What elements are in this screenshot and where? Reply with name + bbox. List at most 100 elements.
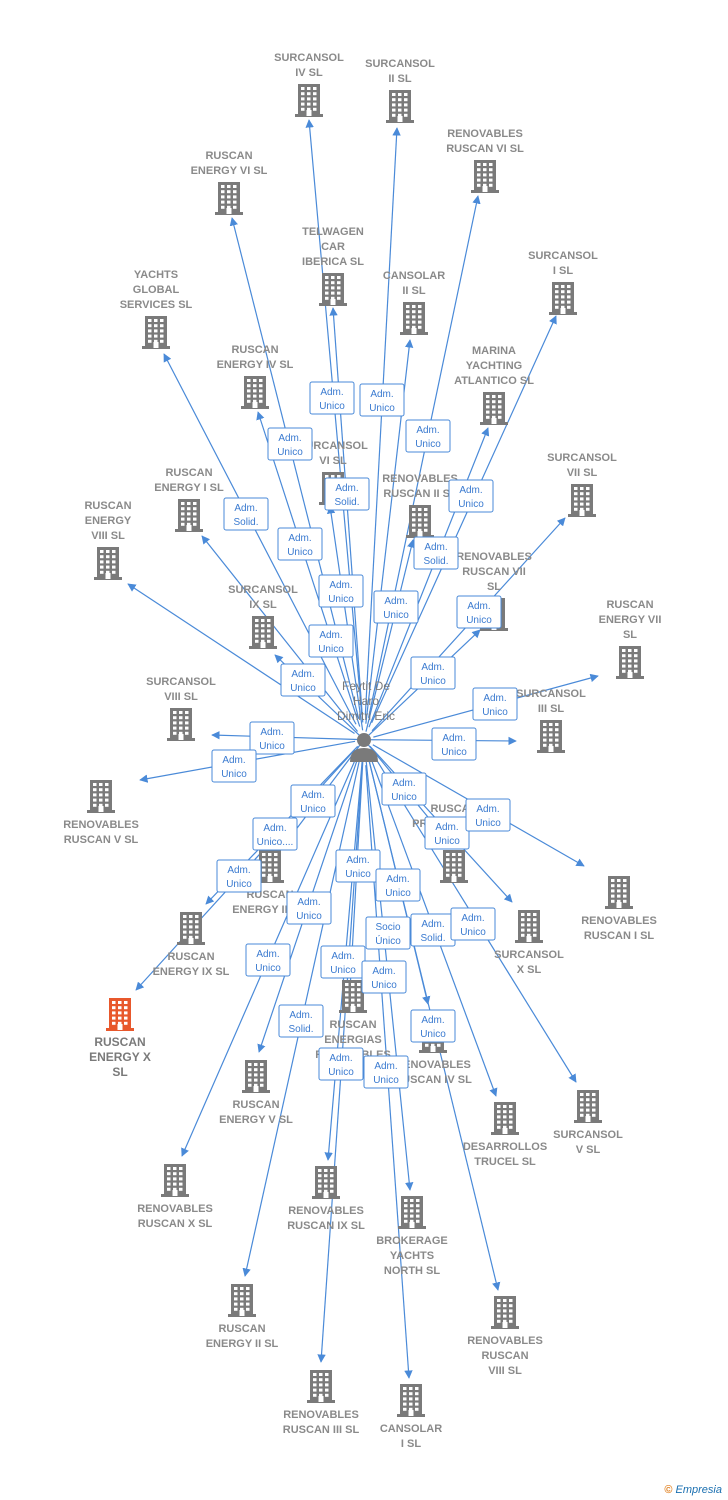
role-badge[interactable]: Adm.Solid.	[278, 1004, 324, 1038]
role-badge[interactable]: Adm.Unico	[359, 383, 405, 417]
role-badge-text: Adm.	[424, 542, 447, 553]
role-badge-text: Adm.	[227, 865, 250, 876]
edge-yachts-global	[163, 353, 357, 725]
role-badge[interactable]: Adm.Unico	[280, 663, 326, 697]
role-badge[interactable]: Adm.Unico	[405, 419, 451, 453]
role-badge[interactable]: Adm.Unico	[277, 527, 323, 561]
role-badge-text: Adm.	[256, 949, 279, 960]
building-icon	[228, 1284, 256, 1317]
role-badge[interactable]: Adm.Solid.	[410, 913, 456, 947]
role-badge-text: Unico	[328, 594, 354, 605]
role-badge[interactable]: Adm.Unico	[320, 945, 366, 979]
role-badge[interactable]: Adm.Solid.	[413, 536, 459, 570]
role-badge[interactable]: Adm.Unico....	[252, 817, 298, 851]
company-node-surcansol-iii[interactable]: SURCANSOL III SL	[516, 688, 586, 753]
building-icon	[249, 616, 277, 649]
role-badge[interactable]: Adm.Unico	[211, 749, 257, 783]
role-badge-text: Unico	[318, 644, 344, 655]
role-badge[interactable]: Adm.Unico	[216, 859, 262, 893]
role-badge-text: Solid.	[288, 1024, 313, 1035]
role-badge[interactable]: Adm.Unico	[410, 1009, 456, 1043]
company-label-line: CANSOLAR	[383, 270, 445, 282]
role-badge[interactable]: Adm.Unico	[286, 891, 332, 925]
role-badge[interactable]: Adm.Unico	[308, 624, 354, 658]
role-badge[interactable]: Adm.Unico	[318, 574, 364, 608]
role-badge[interactable]: Adm.Unico	[465, 798, 511, 832]
role-badge[interactable]: Adm.Unico	[249, 721, 295, 755]
company-label-line: MARINA	[472, 345, 516, 357]
role-badge[interactable]: Adm.Unico	[318, 1047, 364, 1081]
role-badge[interactable]: Adm.Solid.	[324, 477, 370, 511]
role-badge[interactable]: Adm.Unico	[267, 427, 313, 461]
company-label-line: RUSCAN VII	[462, 566, 526, 578]
role-badge[interactable]: Adm.Unico	[373, 590, 419, 624]
role-badge[interactable]: Adm.Unico	[431, 727, 477, 761]
building-icon	[440, 850, 468, 883]
role-badge[interactable]: Adm.Solid.	[223, 497, 269, 531]
building-icon	[339, 980, 367, 1013]
role-badge[interactable]: Adm.Unico	[290, 784, 336, 818]
role-badge-text: Adm.	[331, 951, 354, 962]
role-badge[interactable]: Adm.Unico	[245, 943, 291, 977]
role-badge[interactable]: Adm.Unico	[456, 595, 502, 629]
company-label-line: SURCANSOL	[516, 688, 586, 700]
role-badge[interactable]: Adm.Unico	[335, 849, 381, 883]
role-badge[interactable]: Adm.Unico	[424, 816, 470, 850]
company-label-line: RENOVABLES	[395, 1059, 471, 1071]
edge-ruscan-energy-viii	[127, 583, 355, 734]
company-label-line: ENERGY	[85, 515, 132, 527]
role-badge[interactable]: Adm.Unico	[472, 687, 518, 721]
role-badge[interactable]: Adm.Unico	[448, 479, 494, 513]
building-icon	[106, 998, 134, 1031]
role-badge[interactable]: Adm.Unico	[450, 907, 496, 941]
company-label-line: III SL	[538, 703, 565, 715]
edge-renovables-ruscan-vi	[367, 195, 481, 719]
role-badge[interactable]: Adm.Unico	[361, 960, 407, 994]
role-badge[interactable]: Adm.Unico	[381, 772, 427, 806]
role-badge[interactable]: Adm.Unico	[410, 656, 456, 690]
role-badge[interactable]: Adm.Unico	[363, 1055, 409, 1089]
role-badge[interactable]: Adm.Unico	[309, 381, 355, 415]
company-label-line: RUSCAN IX SL	[287, 1220, 365, 1232]
role-badge[interactable]: Adm.Unico	[375, 868, 421, 902]
company-label-line: ENERGY I SL	[154, 482, 224, 494]
role-badge-text: Adm.	[461, 913, 484, 924]
company-label-line: VIII SL	[488, 1365, 522, 1377]
role-badge-text: Adm.	[392, 778, 415, 789]
